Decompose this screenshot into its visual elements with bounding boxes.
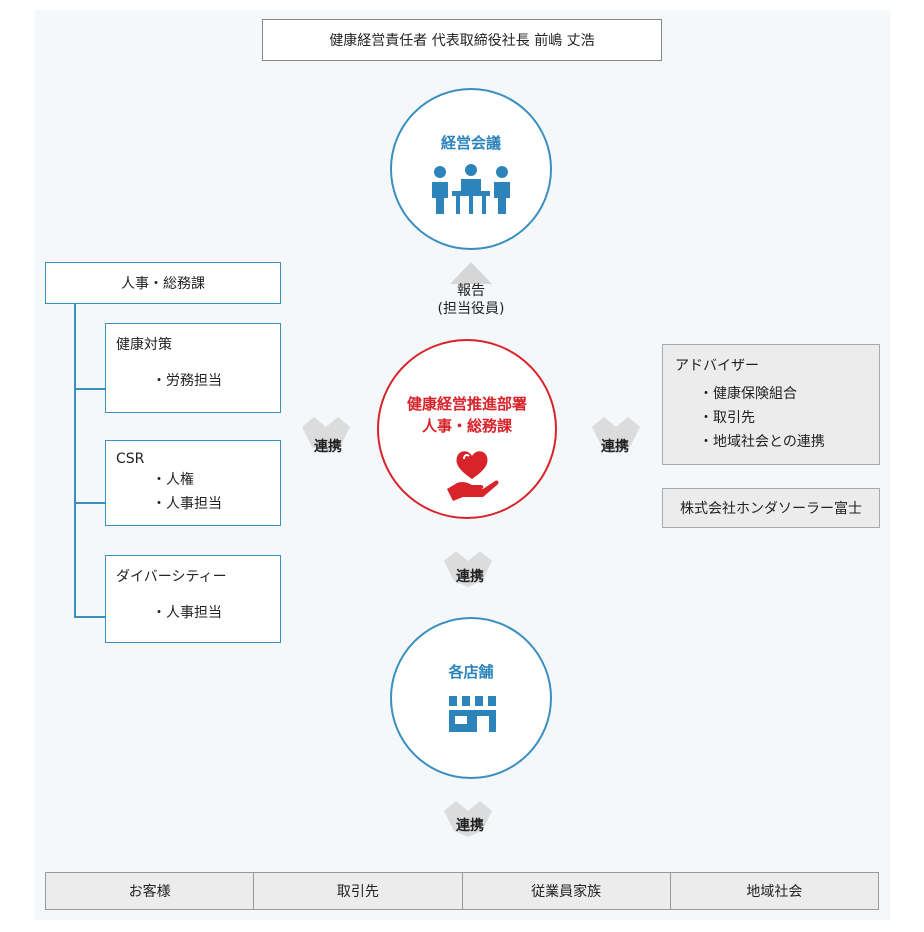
- partner-box: 株式会社ホンダソーラー富士: [662, 488, 880, 528]
- report-line2: (担当役員): [437, 301, 505, 317]
- partner-label: 株式会社ホンダソーラー富士: [680, 501, 862, 517]
- advisor-item-2: ・取引先: [699, 410, 755, 426]
- report-label: 報告 (担当役員): [420, 282, 522, 318]
- advisor-item-3: ・地域社会との連携: [699, 434, 825, 450]
- stores-title: 各店舗: [448, 663, 494, 681]
- stakeholder-customers: お客様: [46, 873, 255, 909]
- management-meeting-circle: 経営会議: [390, 88, 552, 250]
- link-bottom-label: 連携: [456, 818, 484, 834]
- handshake-icon: [444, 551, 492, 587]
- hr-general-label: 人事・総務課: [121, 276, 205, 292]
- store-icon: [449, 696, 496, 732]
- left-connector-h3: [74, 616, 106, 618]
- link-left-label: 連携: [314, 439, 342, 455]
- health-promotion-line1: 健康経営推進部署: [406, 395, 527, 413]
- handshake-icon: [302, 417, 350, 453]
- advisor-title: アドバイザー: [675, 358, 759, 374]
- health-measures-title: 健康対策: [116, 337, 172, 353]
- left-connector-h1: [74, 388, 106, 390]
- diversity-box: ダイバーシティー ・人事担当: [105, 555, 281, 643]
- handshake-icon: [592, 417, 640, 453]
- heart-hand-icon: [447, 451, 499, 501]
- diversity-bullet: ・人事担当: [152, 605, 222, 621]
- csr-title: CSR: [116, 451, 145, 467]
- health-measures-bullet: ・労務担当: [152, 373, 222, 389]
- responsible-person-label: 健康経営責任者 代表取締役社長 前嶋 丈浩: [329, 33, 595, 49]
- health-promotion-circle: 健康経営推進部署 人事・総務課: [377, 339, 557, 519]
- csr-box: CSR ・人権 ・人事担当: [105, 440, 281, 526]
- report-arrow-icon: [450, 262, 492, 284]
- stakeholders-row: お客様 取引先 従業員家族 地域社会: [45, 872, 879, 910]
- stakeholder-business-partners: 取引先: [254, 873, 463, 909]
- link-center-label: 連携: [456, 569, 484, 585]
- stakeholder-local-community: 地域社会: [746, 884, 803, 900]
- management-meeting-title: 経営会議: [440, 134, 501, 152]
- health-promotion-line2: 人事・総務課: [421, 417, 512, 435]
- responsible-person-box: 健康経営責任者 代表取締役社長 前嶋 丈浩: [262, 19, 662, 61]
- handshake-icon: [444, 801, 492, 837]
- diversity-title: ダイバーシティー: [116, 569, 227, 585]
- stores-circle: 各店舗: [390, 617, 552, 779]
- meeting-people-icon: [432, 164, 510, 214]
- advisor-item-1: ・健康保険組合: [699, 386, 797, 402]
- advisor-box: アドバイザー ・健康保険組合 ・取引先 ・地域社会との連携: [662, 344, 880, 465]
- stakeholder-employee-families: 従業員家族: [463, 873, 671, 909]
- report-line1: 報告: [457, 283, 485, 299]
- left-connector-h2: [74, 502, 106, 504]
- health-measures-box: 健康対策 ・労務担当: [105, 323, 281, 413]
- health-promotion-title: 健康経営推進部署 人事・総務課: [379, 393, 555, 437]
- link-right-label: 連携: [601, 439, 629, 455]
- csr-bullet-2: ・人事担当: [152, 496, 222, 512]
- csr-bullet-1: ・人権: [152, 472, 194, 488]
- hr-general-box: 人事・総務課: [45, 262, 281, 304]
- left-connector-vertical: [74, 304, 76, 618]
